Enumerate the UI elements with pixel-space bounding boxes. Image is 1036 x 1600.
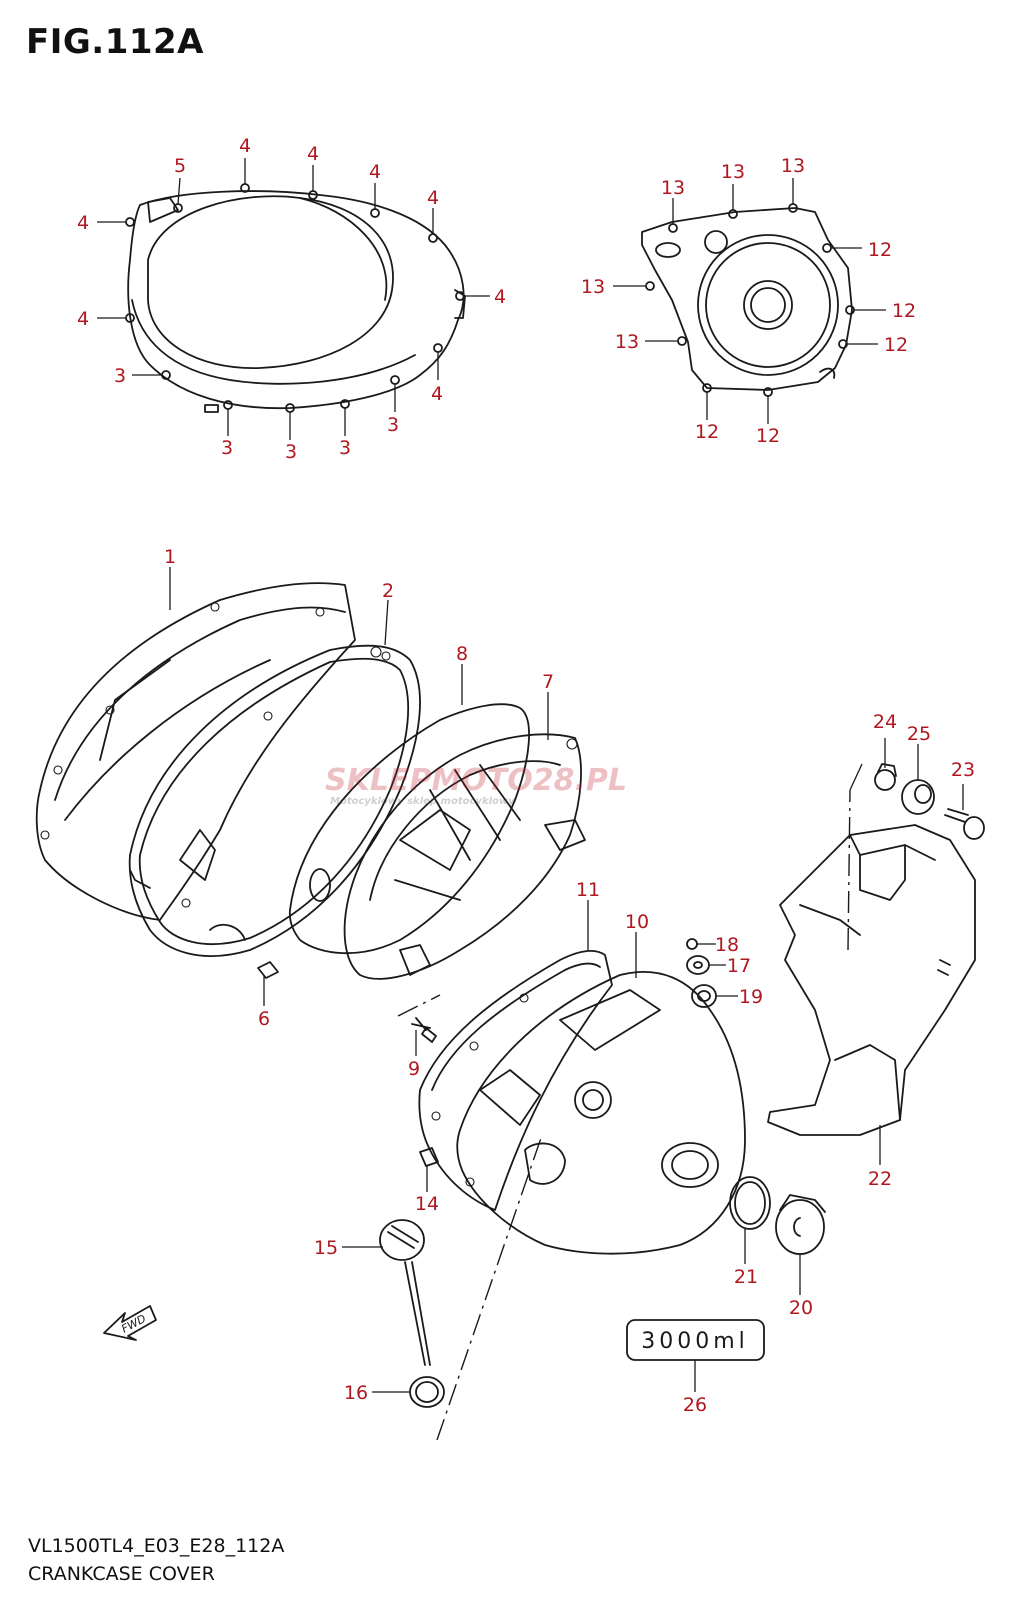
generator-cover-top-view <box>641 207 853 391</box>
generator-cover-bolts <box>645 203 855 397</box>
callout-24: 24 <box>873 711 897 733</box>
callout-21: 21 <box>734 1266 758 1288</box>
figure-title: FIG.112A <box>26 22 204 62</box>
generator-cover-part-10 <box>456 971 746 1255</box>
callout-12: 12 <box>695 421 719 443</box>
callout-2: 2 <box>382 580 394 602</box>
o-ring-part-16 <box>409 1376 445 1408</box>
clutch-cover-leaders <box>97 158 490 440</box>
callout-4: 4 <box>427 187 439 209</box>
callout-4: 4 <box>77 212 89 234</box>
callout-26: 26 <box>683 1394 707 1416</box>
callout-15: 15 <box>314 1237 338 1259</box>
callout-16: 16 <box>344 1382 368 1404</box>
bushing-part-24 <box>874 763 897 791</box>
callout-13: 13 <box>615 331 639 353</box>
dipstick-alignment-line <box>436 1137 542 1441</box>
cover-22-alignment-line <box>847 789 851 951</box>
callout-20: 20 <box>789 1297 813 1319</box>
callout-4: 4 <box>369 161 381 183</box>
seal-part-19 <box>691 984 717 1008</box>
callout-3: 3 <box>387 414 399 436</box>
grommet-part-25 <box>901 779 935 815</box>
callout-13: 13 <box>581 276 605 298</box>
callout-13: 13 <box>781 155 805 177</box>
callout-1: 1 <box>164 546 176 568</box>
callout-4: 4 <box>77 308 89 330</box>
plate-part-7 <box>343 733 586 980</box>
bolt-part-17 <box>686 955 710 975</box>
main-part-leaders <box>169 567 964 1393</box>
plate-part-8 <box>288 703 530 955</box>
clutch-cover-gasket-part-2 <box>128 644 421 957</box>
callout-12: 12 <box>892 300 916 322</box>
watermark-brand: SKLEPMOTO28.PL <box>325 763 627 798</box>
callout-labels: 5 4 4 4 4 4 4 4 4 3 3 3 3 3 13 13 13 13 … <box>77 135 975 1416</box>
oil-dipstick-part-15 <box>379 1219 431 1366</box>
bolt-part-9 <box>411 1017 437 1043</box>
cover-22-leader-top <box>849 763 863 791</box>
generator-gasket-part-11 <box>418 949 613 1211</box>
watermark: SKLEPMOTO28.PL Motocyklowy sklep motocyk… <box>325 763 627 807</box>
callout-3: 3 <box>221 437 233 459</box>
bolt-9-alignment-line <box>397 994 441 1017</box>
watermark-tagline: Motocyklowy sklep motocyklowy <box>330 796 515 807</box>
callout-8: 8 <box>456 643 468 665</box>
bolt-part-23 <box>944 808 985 840</box>
callout-12: 12 <box>884 334 908 356</box>
callout-4: 4 <box>307 143 319 165</box>
callout-17: 17 <box>727 955 751 977</box>
callout-12: 12 <box>868 239 892 261</box>
washer-part-18 <box>686 938 698 950</box>
callout-23: 23 <box>951 759 975 781</box>
callout-18: 18 <box>715 934 739 956</box>
oil-capacity-label: 3000ml <box>626 1319 765 1361</box>
callout-4: 4 <box>494 286 506 308</box>
callout-14: 14 <box>415 1193 439 1215</box>
callout-13: 13 <box>721 161 745 183</box>
callout-19: 19 <box>739 986 763 1008</box>
callout-25: 25 <box>907 723 931 745</box>
callout-3: 3 <box>114 365 126 387</box>
o-ring-part-21 <box>729 1176 771 1230</box>
oil-capacity-text: 3000ml <box>641 1329 749 1354</box>
cover-part-22 <box>767 824 976 1136</box>
callout-22: 22 <box>868 1168 892 1190</box>
generator-cover-leaders <box>613 178 886 424</box>
clutch-cover-top-view <box>127 190 466 413</box>
dowel-pin-part-14 <box>419 1147 439 1167</box>
callout-13: 13 <box>661 177 685 199</box>
callout-4: 4 <box>431 383 443 405</box>
callout-12: 12 <box>756 425 780 447</box>
callout-5: 5 <box>174 155 186 177</box>
callout-6: 6 <box>258 1008 270 1030</box>
plug-part-20 <box>775 1194 826 1255</box>
clutch-cover-bolts <box>125 183 465 413</box>
callout-4: 4 <box>239 135 251 157</box>
clutch-cover-part-1 <box>35 582 356 921</box>
section-name: CRANKCASE COVER <box>28 1563 215 1585</box>
callout-7: 7 <box>542 671 554 693</box>
dowel-pin-part-6 <box>257 961 279 979</box>
callout-3: 3 <box>339 437 351 459</box>
model-code: VL1500TL4_E03_E28_112A <box>28 1535 285 1557</box>
callout-11: 11 <box>576 879 600 901</box>
callout-10: 10 <box>625 911 649 933</box>
callout-3: 3 <box>285 441 297 463</box>
callout-9: 9 <box>408 1058 420 1080</box>
forward-direction-arrow: FWD <box>103 1305 157 1341</box>
